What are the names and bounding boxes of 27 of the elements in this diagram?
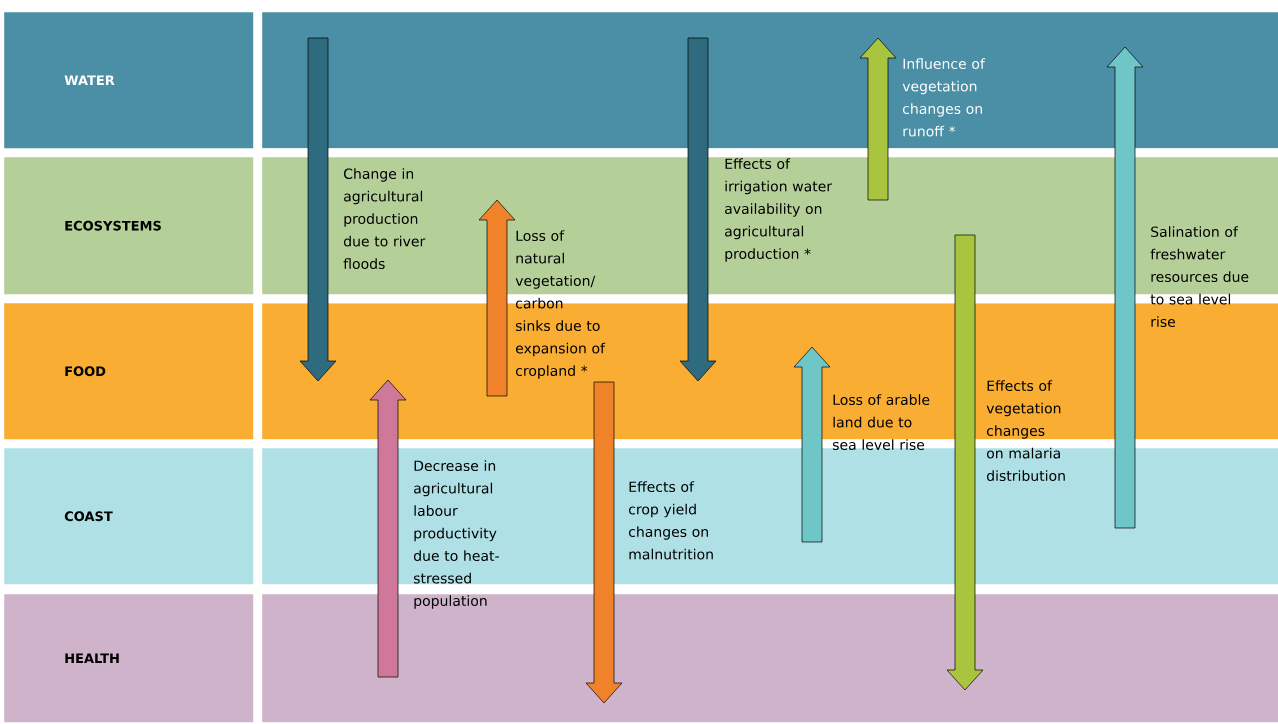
edge-label: Loss of arable land due to sea level rise <box>832 394 930 451</box>
sector-label: COAST <box>4 448 254 585</box>
sector-band <box>262 157 1278 295</box>
sector-label: ECOSYSTEMS <box>4 157 254 295</box>
sector-band <box>262 594 1278 723</box>
edge-label: Effects of irrigation water availability on agricultural production * <box>725 158 833 262</box>
edge-label: Influence of vegetation changes on runoff * <box>902 58 986 137</box>
edge-label: Change in agricultural production due to river floods <box>343 168 426 270</box>
block-arrow <box>859 37 897 201</box>
sector-label: FOOD <box>4 303 254 440</box>
block-arrow <box>679 37 717 382</box>
block-arrow <box>1106 46 1144 529</box>
block-arrow <box>793 346 831 543</box>
block-arrow <box>299 37 337 382</box>
edge-label: Salination of freshwater resources due to sea level rise <box>1150 226 1249 328</box>
block-arrow <box>585 381 623 704</box>
sector-label: WATER <box>4 12 254 149</box>
edge-label: Decrease in agricultural labour productivity due to heat-stressed population <box>413 460 499 609</box>
sector-label: HEALTH <box>4 594 254 723</box>
edge-label: Effects of crop yield changes on malnutrition <box>628 481 713 560</box>
edge-label: Loss of natural vegetation/ carbon sinks due to expansion of cropland * <box>515 230 606 379</box>
edge-label: Effects of vegetation changes on malaria distribution <box>986 380 1065 482</box>
block-arrow <box>478 199 516 397</box>
sector-band <box>262 448 1278 585</box>
block-arrow <box>946 234 984 691</box>
sector-band <box>262 12 1278 149</box>
block-arrow <box>369 379 407 678</box>
